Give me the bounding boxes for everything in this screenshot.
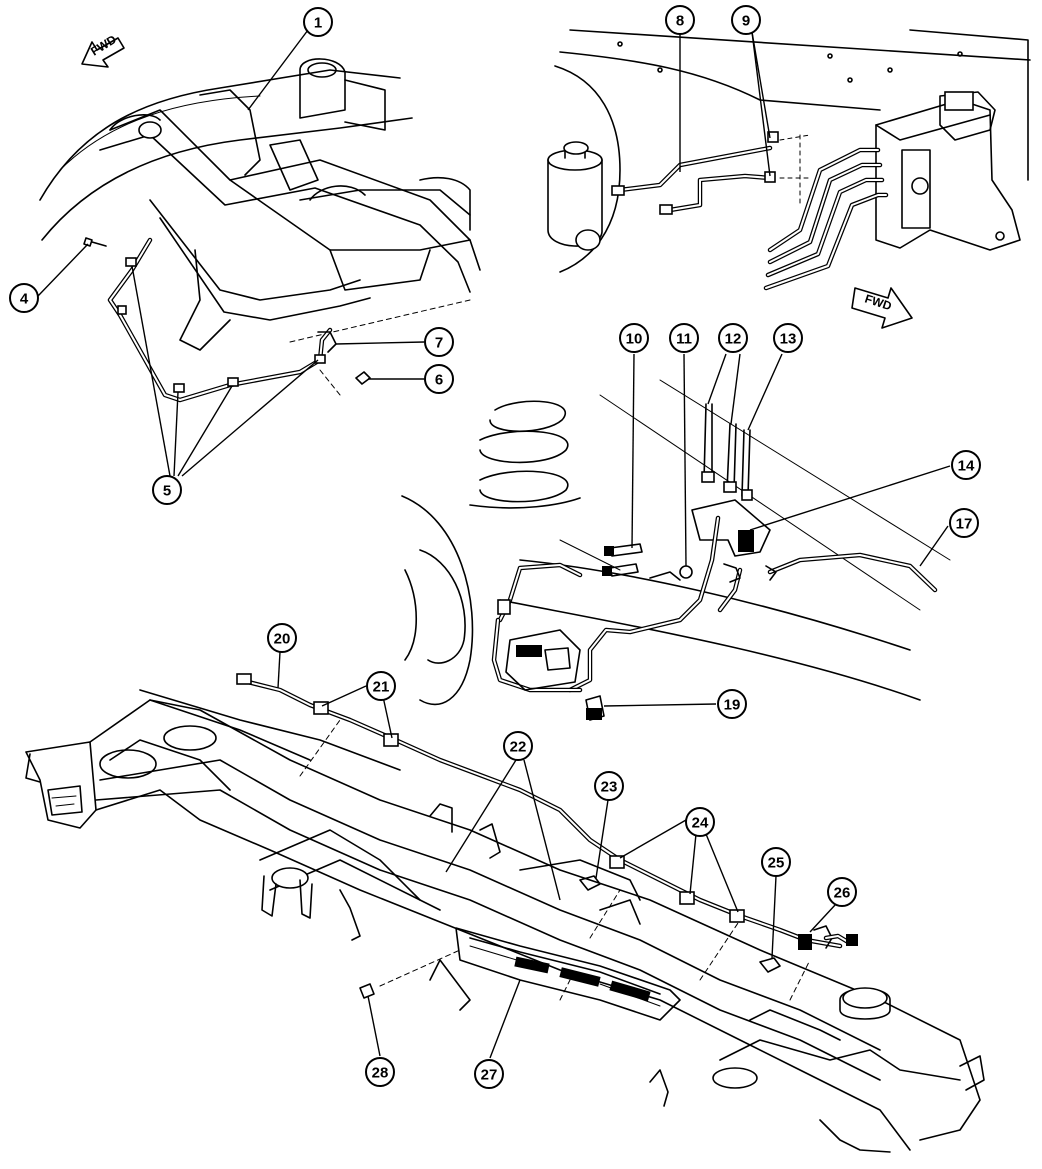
bottom-frame-assembly — [25, 651, 985, 1153]
callout-20: 20 — [267, 623, 297, 653]
callout-11: 11 — [669, 323, 699, 353]
callout-27: 27 — [474, 1059, 504, 1089]
top-right-assembly: FWD — [547, 29, 1031, 329]
svg-text:7: 7 — [435, 335, 443, 352]
svg-text:1: 1 — [314, 15, 322, 32]
callout-6: 6 — [424, 364, 454, 394]
svg-text:8: 8 — [676, 13, 684, 30]
svg-text:19: 19 — [724, 697, 741, 714]
callout-22: 22 — [503, 731, 533, 761]
callout-23: 23 — [594, 771, 624, 801]
svg-text:20: 20 — [274, 631, 291, 648]
middle-right-assembly — [401, 353, 951, 721]
svg-text:25: 25 — [768, 855, 785, 872]
callout-8: 8 — [665, 5, 695, 35]
fwd-arrow-top-left: FWD — [81, 32, 125, 68]
svg-text:11: 11 — [676, 331, 692, 348]
svg-text:21: 21 — [373, 679, 390, 696]
callouts: 1 4 5 6 7 8 9 10 11 12 13 14 17 19 20 21… — [9, 5, 981, 1089]
svg-text:27: 27 — [481, 1067, 498, 1084]
fwd-arrow-top-right: FWD — [851, 287, 913, 329]
callout-24: 24 — [685, 807, 715, 837]
callout-26: 26 — [827, 877, 857, 907]
callout-4: 4 — [9, 283, 39, 313]
svg-text:26: 26 — [834, 885, 851, 902]
callout-5: 5 — [152, 475, 182, 505]
callout-25: 25 — [761, 847, 791, 877]
callout-17: 17 — [949, 508, 979, 538]
svg-text:4: 4 — [20, 291, 29, 308]
callout-9: 9 — [731, 5, 761, 35]
svg-text:28: 28 — [372, 1065, 389, 1082]
svg-text:5: 5 — [163, 483, 171, 500]
svg-text:10: 10 — [626, 331, 643, 348]
fwd-label-top-left: FWD — [88, 32, 119, 59]
svg-text:14: 14 — [958, 458, 975, 475]
svg-text:9: 9 — [742, 13, 750, 30]
svg-text:17: 17 — [956, 516, 973, 533]
svg-text:6: 6 — [435, 372, 443, 389]
svg-text:23: 23 — [601, 779, 618, 796]
callout-28: 28 — [365, 1057, 395, 1087]
svg-text:13: 13 — [780, 331, 797, 348]
svg-text:12: 12 — [725, 331, 742, 348]
svg-text:24: 24 — [692, 815, 709, 832]
svg-text:22: 22 — [510, 739, 527, 756]
callout-1: 1 — [303, 7, 333, 37]
callout-21: 21 — [366, 671, 396, 701]
callout-10: 10 — [619, 323, 649, 353]
callout-19: 19 — [717, 689, 747, 719]
callout-12: 12 — [718, 323, 748, 353]
callout-14: 14 — [951, 450, 981, 480]
callout-13: 13 — [773, 323, 803, 353]
top-left-assembly: FWD — [37, 29, 481, 477]
callout-7: 7 — [424, 327, 454, 357]
